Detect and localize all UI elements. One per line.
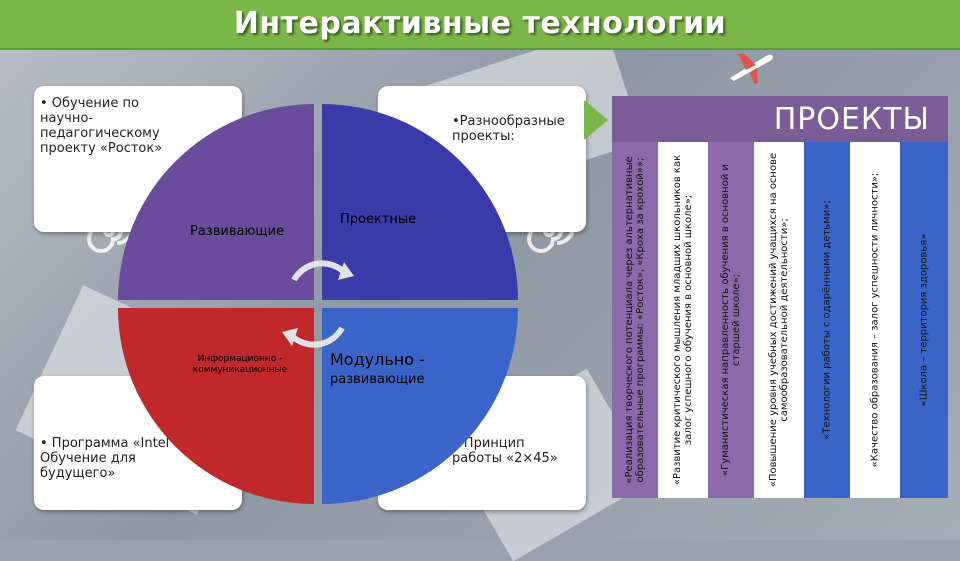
quadrant-bottom-right [322,308,518,504]
arrow-head [282,328,298,346]
project-item-text: «Повышение уровня учебных достижений уча… [768,152,790,488]
quadrant-label-top-left: Развивающие [190,224,285,239]
quadrant-top-right [322,104,518,300]
project-item-text: «Качество образования – залог успешности… [869,172,881,468]
project-item-text: «Развитие критического мышления младших … [672,154,694,486]
quadrant-label-bottom-right-2: развивающие [330,372,425,387]
project-item: «Гуманистическая направленность обучения… [708,142,754,498]
card-top-right-text: •Разнообразные проекты: [452,114,565,144]
project-item-text: «Школа – территория здоровья» [918,233,930,407]
quadrant-top-left [118,104,314,300]
project-item: «Качество образования – залог успешности… [852,142,898,498]
project-item-text: «Гуманистическая направленность обучения… [720,164,742,476]
quadrant-bottom-left [118,308,314,504]
project-item-text: «Реализация творческого потенциала через… [624,156,646,484]
project-item: «Реализация творческого потенциала через… [612,142,658,498]
page-title: Интерактивные технологии [233,6,727,41]
project-item-text: «Технологии работы с одарёнными детьми»; [821,200,833,440]
projects-title: ПРОЕКТЫ [773,102,930,137]
arrow-head [338,262,354,280]
card-bottom-right-text: • Принцип работы «2×45» [452,436,558,466]
card-bottom-left-text: • Программа «Intel Обучение для будущего… [40,436,170,481]
quadrant-label-top-right: Проектные [340,212,417,227]
quadrant-label-bottom-right-1: Модульно - [330,350,425,369]
chevron-right-icon [584,100,608,140]
project-item: «Повышение уровня учебных достижений уча… [756,142,802,498]
airplane-icon [730,53,773,84]
header-bar: Интерактивные технологии [0,0,960,50]
card-top-left-text: • Обучение по научно-педагогическому про… [40,96,163,156]
quadrant-circle [118,104,518,504]
project-item: «Развитие критического мышления младших … [660,142,706,498]
projects-header: ПРОЕКТЫ [612,96,948,142]
project-item: «Технологии работы с одарёнными детьми»; [804,142,850,498]
project-item: «Школа – территория здоровья» [900,142,948,498]
cycle-arrows-icon [289,260,347,348]
projects-panel: ПРОЕКТЫ «Реализация творческого потенциа… [612,96,948,498]
card-top-left: • Обучение по научно-педагогическому про… [34,86,242,232]
quadrant-label-bottom-left: Информационно - коммуникационные [192,354,288,375]
